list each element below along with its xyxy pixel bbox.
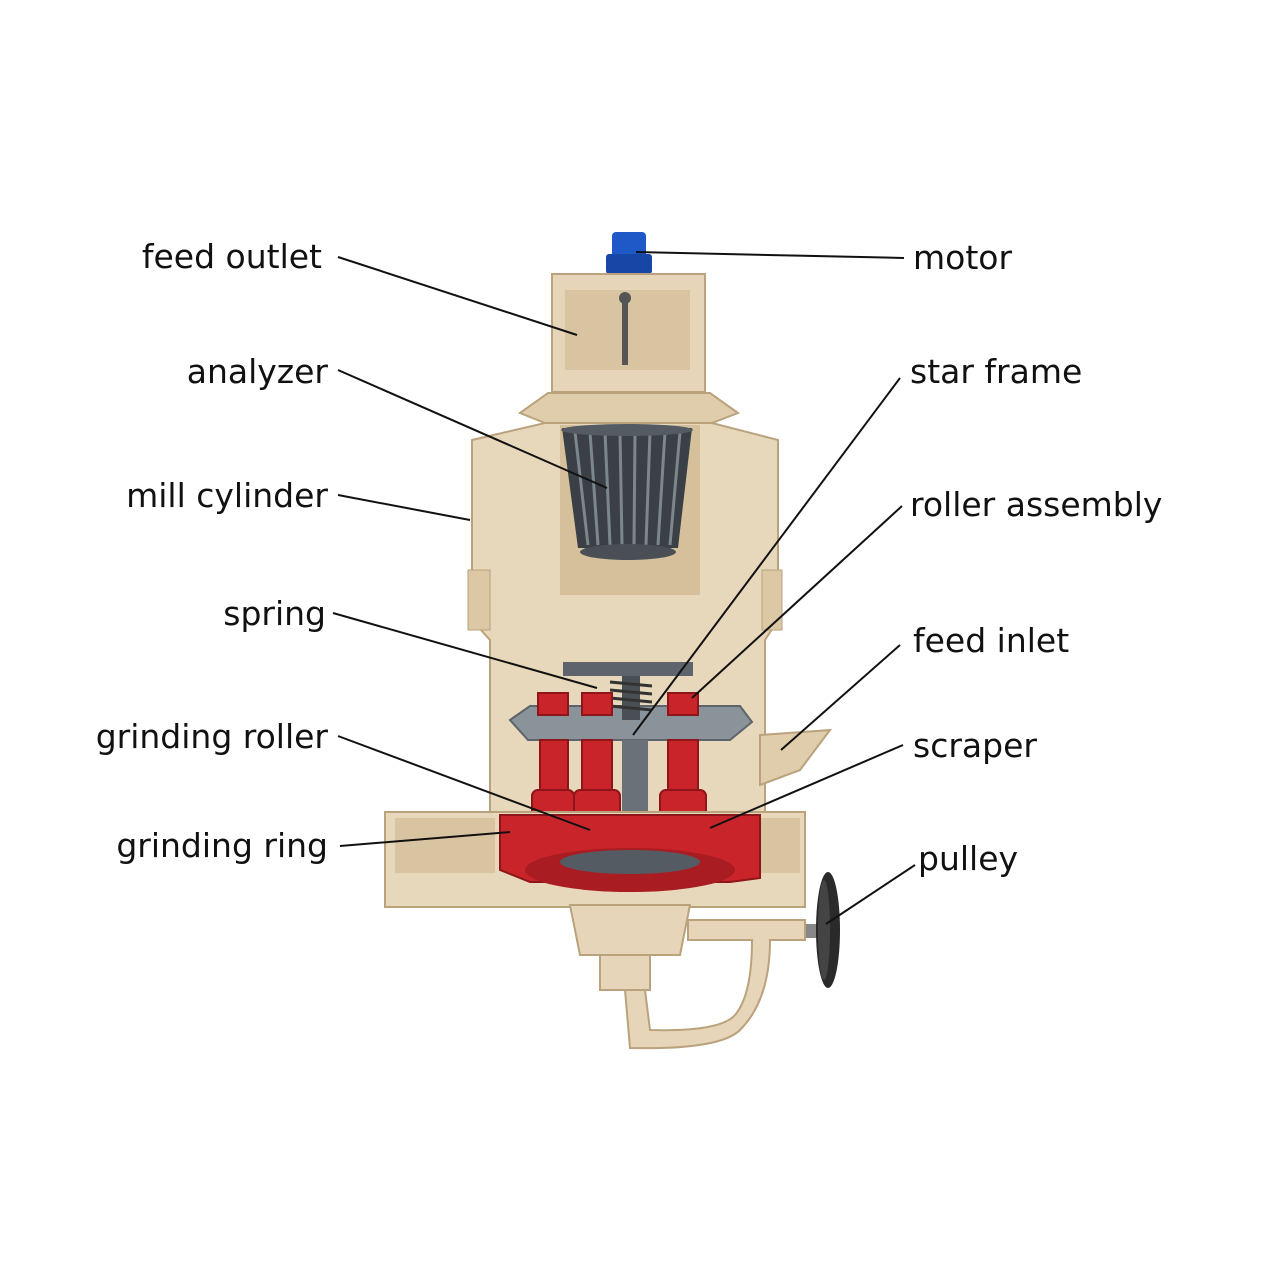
bottom-housing <box>568 904 806 1050</box>
label-grinding-ring: grinding ring <box>116 826 328 865</box>
motor-part <box>606 232 652 274</box>
label-roller-assembly: roller assembly <box>910 485 1163 524</box>
label-grinding-roller: grinding roller <box>95 717 328 756</box>
label-scraper: scraper <box>913 726 1037 765</box>
label-mill-cylinder: mill cylinder <box>126 476 328 515</box>
leader-mill-cylinder <box>337 494 471 521</box>
feed-inlet-chute <box>759 728 833 787</box>
label-feed-outlet: feed outlet <box>141 237 322 276</box>
grinding-base <box>384 811 806 908</box>
analyzer-cage <box>561 424 693 560</box>
leader-scraper <box>709 744 904 829</box>
label-feed-inlet: feed inlet <box>913 621 1070 660</box>
leader-grinding-ring <box>339 831 511 847</box>
leader-star-frame <box>632 377 901 736</box>
leader-feed-inlet <box>780 644 901 751</box>
leader-grinding-roller <box>337 735 591 831</box>
leader-roller-assembly <box>691 505 903 699</box>
leader-lines <box>332 251 916 925</box>
label-pulley: pulley <box>918 839 1019 878</box>
label-star-frame: star frame <box>910 352 1083 391</box>
leader-spring <box>332 612 598 689</box>
pulley-part <box>806 872 840 988</box>
label-spring: spring <box>223 594 326 633</box>
leader-pulley <box>825 864 916 925</box>
feed-outlet-box <box>551 273 706 393</box>
leader-feed-outlet <box>337 256 578 336</box>
leader-motor <box>635 251 905 259</box>
label-analyzer: analyzer <box>186 352 328 391</box>
leader-analyzer <box>337 369 608 489</box>
label-motor: motor <box>913 238 1013 277</box>
top-flange <box>517 392 741 424</box>
